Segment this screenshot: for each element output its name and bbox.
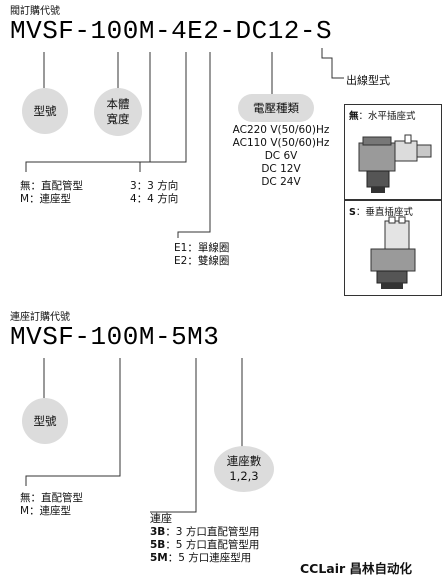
panel-horizontal-socket: 無：水平插座式 — [344, 104, 442, 200]
line-ways — [139, 52, 187, 172]
horizontal-valve-image — [358, 134, 432, 193]
size-circle: 本體寬度 — [94, 88, 142, 136]
section2-order-code: MVSF-100M-5M3 — [10, 322, 219, 352]
code-size: 100M — [90, 16, 155, 46]
list-item: M：連座型 — [20, 505, 72, 517]
coil-list: E1：單線圈 E2：雙線圈 — [174, 242, 229, 268]
brand-watermark: CCLair 昌林自动化 — [300, 561, 413, 576]
voltage-option: DC 24V — [261, 176, 301, 188]
line-piping — [25, 52, 151, 172]
code-dash: - — [74, 322, 91, 352]
code-coil: E2 — [187, 16, 220, 46]
code-size: 100M — [90, 322, 155, 352]
voltage-list: AC220 V(50/60)Hz AC110 V(50/60)Hz DC 6V … — [226, 124, 336, 189]
code-dash: - — [74, 16, 91, 46]
line2-piping — [25, 358, 121, 486]
model-circle: 型號 — [22, 88, 68, 134]
voltage-option: DC 6V — [264, 150, 298, 162]
code-ways: 4 — [171, 16, 188, 46]
voltage-option: AC220 V(50/60)Hz — [232, 124, 330, 136]
list-item: 5B：5 方口直配管型用 — [150, 539, 260, 551]
vertical-valve-image — [370, 216, 416, 289]
line-coil — [177, 52, 211, 238]
list-item: 5M：5 方口連座型用 — [150, 552, 252, 564]
model-circle: 型號 — [22, 398, 68, 444]
list-item: 3：3 方向 — [130, 180, 179, 192]
section2-title: 連座訂購代號 — [10, 312, 70, 323]
voltage-option: AC110 V(50/60)Hz — [232, 137, 330, 149]
code-model: MVSF — [10, 16, 75, 46]
line-outlet — [321, 48, 344, 79]
piping-list: 無：直配管型 M：連座型 — [20, 180, 83, 206]
list-item: 3B：3 方口直配管型用 — [150, 526, 260, 538]
piping-list: 無：直配管型 M：連座型 — [20, 492, 83, 518]
outlet-label: 出線型式 — [346, 74, 390, 87]
code-dash: - — [219, 16, 236, 46]
code-voltage: DC12 — [235, 16, 300, 46]
list-item: E2：雙線圈 — [174, 255, 230, 267]
base-list: 3B：3 方口直配管型用 5B：5 方口直配管型用 5M：5 方口連座型用 — [150, 526, 259, 565]
list-item: M：連座型 — [20, 193, 72, 205]
list-item: 4：4 方向 — [130, 193, 179, 205]
ways-list: 3：3 方向 4：4 方向 — [130, 180, 178, 206]
panel-vertical-socket: S：垂直插座式 — [344, 200, 442, 296]
section1-title: 閥訂購代號 — [10, 6, 60, 17]
code-dash: - — [154, 16, 172, 46]
code-dash: - — [299, 16, 317, 46]
line2-base — [150, 358, 197, 513]
code-outlet: S — [316, 16, 333, 46]
voltage-option: DC 12V — [261, 163, 301, 175]
list-item: 無：直配管型 — [20, 180, 83, 192]
voltage-circle: 電壓種類 — [238, 94, 314, 122]
code-dash: - — [154, 322, 172, 352]
base-label: 連座 — [150, 512, 172, 525]
list-item: 無：直配管型 — [20, 492, 83, 504]
code-base-count: 5M3 — [171, 322, 220, 352]
list-item: E1：單線圈 — [174, 242, 230, 254]
section1-order-code: MVSF-100M-4E2-DC12-S — [10, 16, 332, 46]
code-model: MVSF — [10, 322, 75, 352]
